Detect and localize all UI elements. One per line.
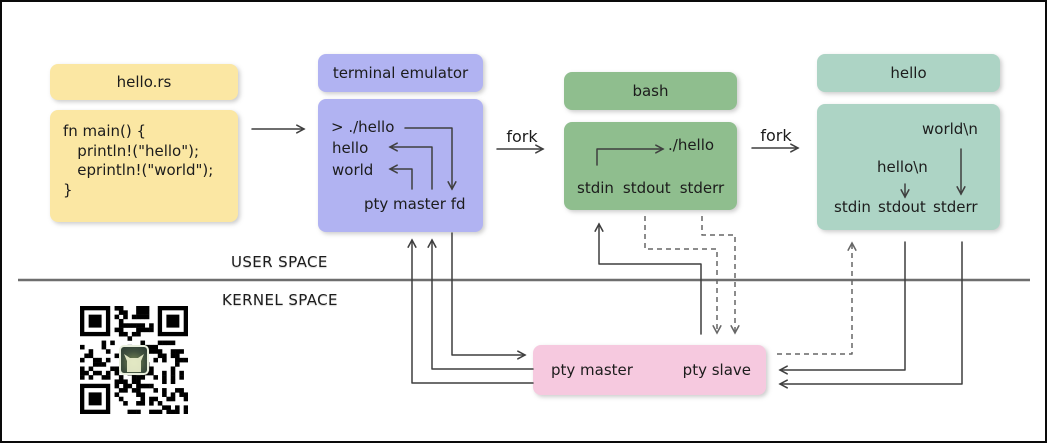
stderr-data-label: world\n [922,120,978,138]
fork-label-bash: fork [506,127,538,146]
source-code-box: fn main() { println!("hello"); eprintln!… [50,110,238,222]
terminal-output-line: hello [332,139,369,157]
kernel-space-label: KERNEL SPACE [222,291,338,309]
stdout-label: stdout [622,179,671,197]
stdout-label: stdout [878,198,926,216]
code-line: println!("hello"); [63,141,200,160]
qr-code [80,306,188,414]
terminal-output-box: > ./hello hello world pty master fd [318,99,483,232]
bash-title-box: bash [564,72,737,110]
hello-title-box: hello [817,54,1000,92]
terminal-emulator-title-box: terminal emulator [318,54,483,92]
code-line: } [63,180,73,199]
pty-master-fd-label: pty master fd [364,195,466,213]
code-line: fn main() { [63,122,147,140]
fork-label-hello: fork [760,126,792,145]
terminal-output-line: world [332,161,374,179]
terminal-output-line: > ./hello [331,118,395,136]
terminal-emulator-label: terminal emulator [332,64,469,82]
hello-label: hello [890,64,927,82]
stderr-label: stderr [933,198,978,216]
stdin-label: stdin [577,179,614,197]
stdout-data-label: hello\n [877,158,928,176]
source-file-title-box: hello.rs [50,64,238,100]
bash-process-box: ./hello stdin stdout stderr [564,122,737,210]
source-file-name: hello.rs [116,73,172,91]
bash-fd-row: stdin stdout stderr [577,179,724,197]
hello-process-box: world\n hello\n stdin stdout stderr [817,104,1000,230]
stderr-label: stderr [679,179,725,197]
pty-box: pty master pty slave [533,345,766,395]
stdin-label: stdin [834,198,871,216]
user-space-label: USER SPACE [231,253,328,271]
pty-master-label: pty master [551,361,633,379]
bash-label: bash [632,82,669,100]
qr-center-cat-icon [119,345,149,375]
exec-hello-label: ./hello [668,136,715,154]
pty-slave-label: pty slave [682,361,751,379]
code-line: eprintln!("world"); [63,161,214,179]
